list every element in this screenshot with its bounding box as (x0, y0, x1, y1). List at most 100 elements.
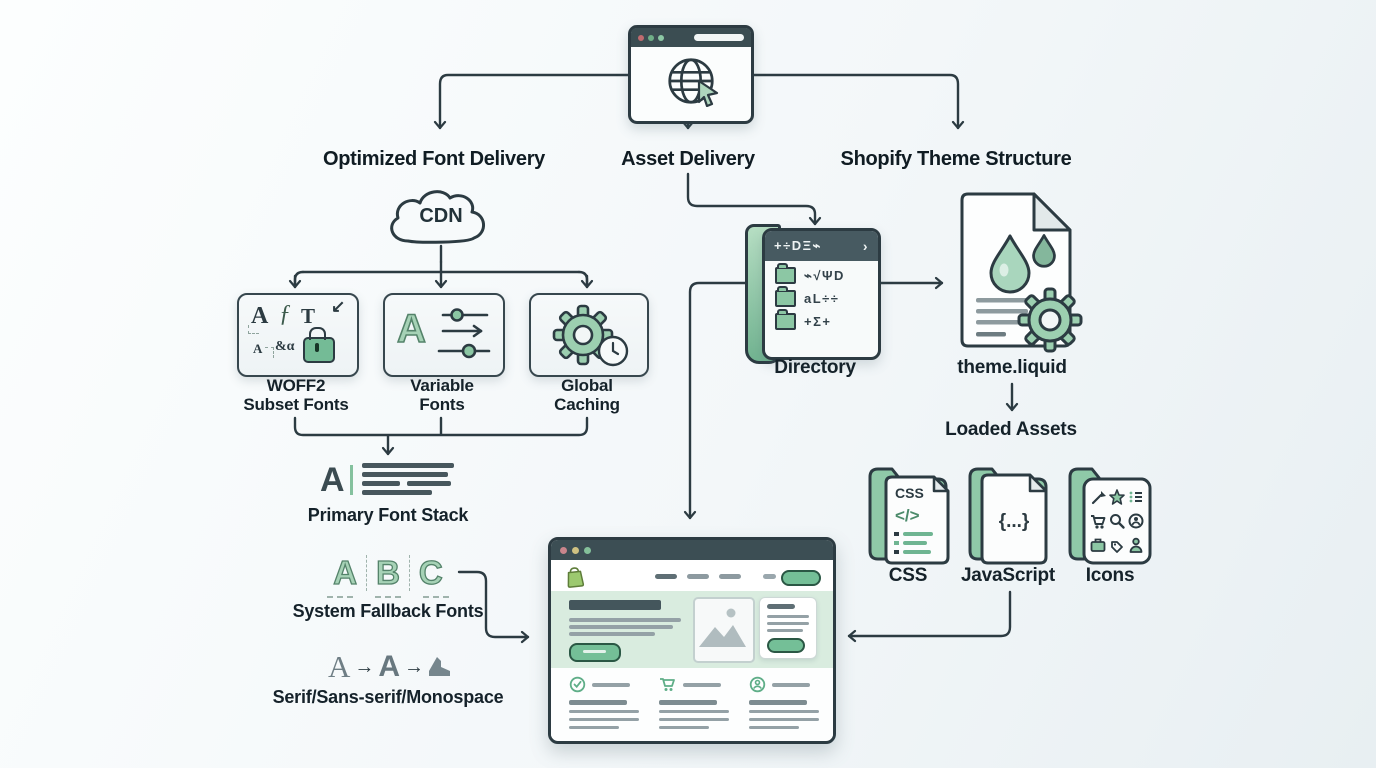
css-folder-label: CSS (888, 565, 928, 586)
address-bar (694, 34, 744, 41)
dash-segment (327, 596, 353, 598)
text-lines (362, 463, 458, 499)
placeholder-line (569, 709, 639, 713)
window-dot-green (648, 34, 654, 41)
directory-row: aL÷÷ (765, 284, 878, 307)
directory-listing: +÷DΞ⌁ › ⌁√ΨD aL÷÷ +Σ+ (762, 228, 881, 360)
lock-icon (303, 327, 335, 363)
glyph-T: T (301, 304, 316, 328)
global-caching-box (529, 293, 649, 377)
card-cta-button (767, 638, 805, 653)
directory-row: +Σ+ (765, 307, 878, 330)
dash-segment (375, 596, 401, 598)
window-dot-red (638, 34, 644, 41)
gear-icon (1017, 287, 1083, 353)
directory-row: ⌁√ΨD (765, 261, 878, 284)
glyph-f-italic: ƒ (279, 301, 291, 327)
nav-link-placeholder (655, 574, 677, 579)
droplet-icon (989, 234, 1056, 294)
heading-shopify-theme-structure: Shopify Theme Structure (840, 148, 1072, 170)
nav-link-placeholder (687, 574, 709, 579)
loaded-assets-label: Loaded Assets (945, 419, 1077, 440)
crop-mark (265, 347, 274, 358)
placeholder-line (767, 615, 809, 618)
dash-segment (423, 596, 449, 598)
variable-fonts-box: A (383, 293, 505, 377)
placeholder-line (767, 622, 809, 625)
folder-icon (775, 263, 796, 284)
dashed-separator (366, 555, 368, 591)
image-placeholder (693, 597, 755, 663)
mountains-icon (699, 608, 746, 647)
placeholder-line (362, 481, 400, 486)
text-caret (350, 465, 353, 495)
folder-icon (775, 309, 796, 330)
placeholder-line (749, 725, 799, 729)
arrow-glyph: → (404, 655, 425, 678)
nav-link-placeholder (719, 574, 741, 579)
cart-icon (660, 678, 675, 691)
javascript-folder-label: JavaScript (960, 565, 1056, 586)
window-dot-yellow (572, 546, 579, 554)
sans-A-glyph: A (378, 650, 401, 683)
directory-header: +÷DΞ⌁ › (765, 231, 878, 261)
user-badge-icon (1128, 513, 1144, 529)
slider-controls-icon (437, 308, 491, 359)
cursor-icon (697, 79, 719, 107)
mockup-titlebar (551, 540, 833, 560)
script-document (980, 473, 1048, 565)
window-dot-red (560, 546, 567, 554)
directory-row-text: +Σ+ (804, 314, 832, 329)
nav-link-placeholder (763, 574, 776, 579)
theme-liquid-label: theme.liquid (957, 357, 1067, 378)
placeholder-line (659, 700, 717, 705)
fallback-letter-C: C (418, 553, 443, 591)
mockup-navbar (551, 560, 833, 592)
placeholder-line (767, 629, 803, 632)
search-icon (1110, 514, 1125, 529)
inward-arrow-glyph: ↙ (331, 297, 346, 316)
star-icon (1109, 489, 1125, 505)
placeholder-line (362, 463, 454, 468)
button-label-placeholder (583, 650, 606, 653)
placeholder-line (659, 725, 709, 729)
window-dot-green (584, 546, 591, 554)
directory-row-text: ⌁√ΨD (804, 267, 845, 283)
primary-font-stack-icon: A (320, 460, 470, 504)
variable-fonts-label: Variable Fonts (410, 376, 474, 414)
pen-icon (1091, 491, 1106, 505)
mockup-feature-row (551, 668, 833, 738)
check-circle-icon (569, 676, 586, 693)
cart-icon (1091, 515, 1106, 529)
dashed-separator (408, 555, 410, 591)
user-circle-icon (749, 676, 766, 693)
system-fallback-letters: A B C (308, 553, 468, 592)
system-fallback-label: System Fallback Fonts (292, 601, 484, 621)
woff2-subset-fonts-box: A ƒ T ↙ A &α (237, 293, 359, 377)
brace-glyph: {...} (999, 511, 1030, 532)
placeholder-line (592, 682, 630, 687)
directory-panel: +÷DΞ⌁ › ⌁√ΨD aL÷÷ +Σ+ (745, 224, 881, 364)
placeholder-line (683, 682, 721, 687)
placeholder-line (659, 717, 729, 721)
heading-asset-delivery: Asset Delivery (621, 148, 755, 170)
nav-cta-button (781, 570, 821, 586)
global-caching-label: Global Caching (554, 376, 620, 414)
variable-A-glyph: A (396, 306, 426, 352)
code-tag-glyph: </> (895, 506, 920, 525)
icons-folder-label: Icons (1085, 565, 1135, 586)
placeholder-line (569, 618, 681, 622)
user-icon (1129, 537, 1143, 553)
browser-window-icon (628, 25, 754, 124)
list-icon (1129, 491, 1142, 503)
crop-mark (248, 325, 259, 334)
glyph-A-small: A (253, 341, 263, 356)
folder-icon (775, 286, 796, 307)
serif-A-glyph: A (327, 649, 351, 684)
glyph-ampersand-alpha: &α (275, 339, 295, 354)
browser-titlebar (631, 28, 751, 47)
placeholder-line (569, 632, 655, 636)
window-dot-green2 (658, 34, 664, 41)
placeholder-line (362, 472, 448, 477)
